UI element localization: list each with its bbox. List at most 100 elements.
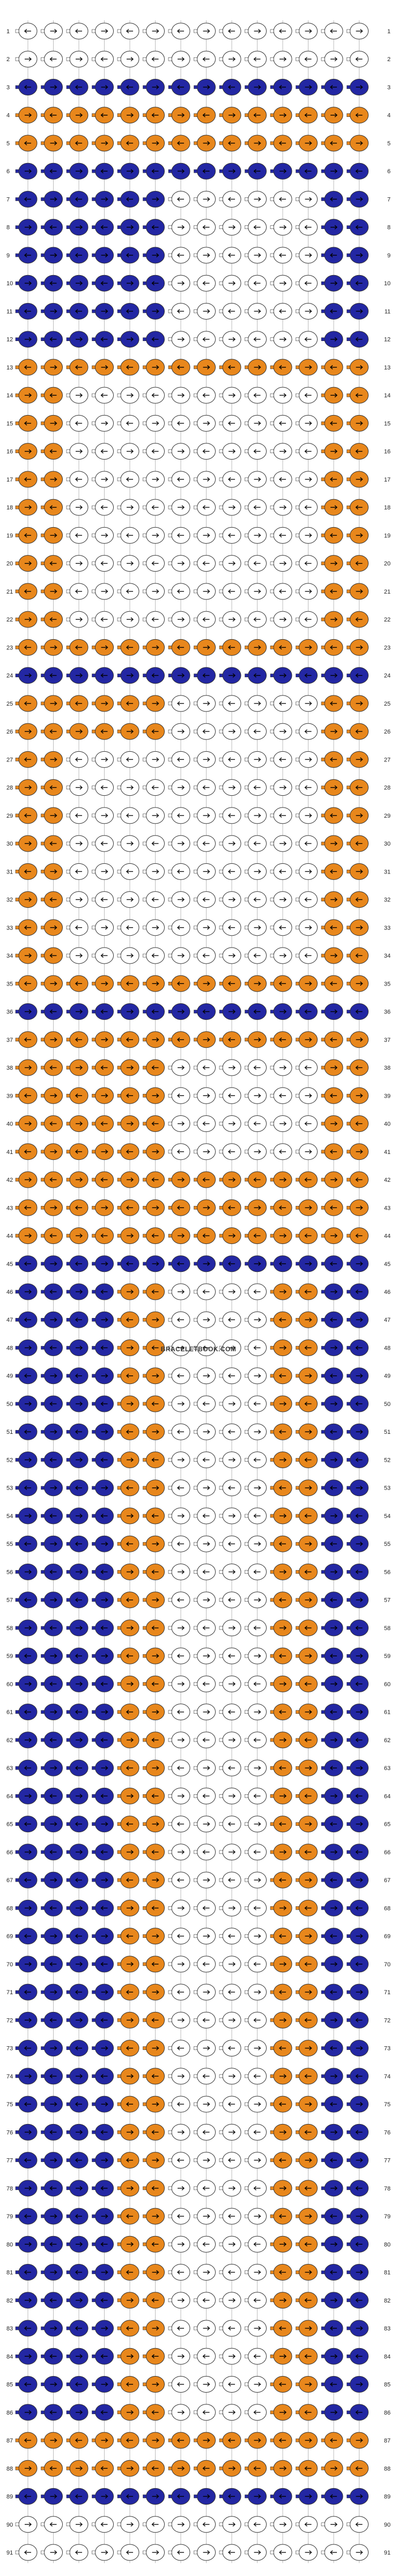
knot-tail: [296, 2270, 299, 2274]
knot-arrow-head: [334, 1289, 338, 1294]
knot-tail: [347, 1038, 350, 1042]
knot-arrow-head: [130, 1345, 134, 1350]
knot-tail: [194, 1010, 197, 1013]
knot-arrow-head: [79, 1289, 83, 1294]
knot-arrow-head: [360, 1317, 363, 1322]
knot-arrow-head: [232, 785, 236, 790]
knot-tail: [41, 1654, 45, 1658]
knot-tail: [219, 1906, 223, 1910]
knot-tail: [143, 1906, 146, 1910]
knot-tail: [92, 2494, 95, 2498]
knot-tail: [15, 1962, 19, 1966]
knot-tail: [92, 2102, 95, 2106]
knot-tail: [143, 758, 146, 761]
knot-arrow-head: [278, 421, 282, 426]
knot-tail: [270, 1850, 274, 1854]
knot-arrow-head: [304, 1009, 307, 1014]
knot-tail: [245, 2326, 248, 2330]
knot-arrow-head: [207, 197, 210, 202]
knot-tail: [245, 982, 248, 986]
knot-tail: [92, 1038, 95, 1042]
knot-arrow-head: [181, 897, 185, 902]
knot-arrow-head: [49, 505, 53, 510]
knot-arrow-head: [360, 85, 363, 90]
knot-arrow-head: [156, 925, 159, 930]
knot-tail: [41, 2242, 45, 2246]
knot-tail: [270, 813, 274, 818]
knot-tail: [66, 57, 70, 61]
knot-tail: [92, 393, 95, 397]
knot-tail: [296, 1682, 299, 1686]
knot-tail: [92, 1850, 95, 1854]
knot-arrow-head: [100, 337, 104, 342]
knot-tail: [347, 786, 350, 789]
knot-tail: [194, 1878, 197, 1882]
knot-arrow-head: [304, 1177, 307, 1182]
knot-tail: [117, 1262, 121, 1266]
knot-arrow-head: [28, 113, 32, 117]
knot-arrow-head: [130, 897, 134, 902]
knot-tail: [41, 1262, 45, 1266]
knot-tail: [270, 85, 274, 89]
knot-tail: [296, 253, 299, 257]
knot-tail: [168, 197, 172, 201]
knot-tail: [296, 421, 299, 425]
knot-arrow-head: [360, 1093, 363, 1098]
knot-arrow-head: [232, 729, 236, 734]
knot-tail: [15, 1934, 19, 1938]
knot-arrow-head: [151, 1065, 155, 1070]
knot-tail: [321, 1710, 325, 1714]
knot-arrow-head: [227, 309, 231, 314]
knot-tail: [321, 2186, 325, 2190]
knot-arrow-head: [181, 1065, 185, 1070]
knot-arrow-head: [181, 1345, 185, 1350]
knot-tail: [41, 1065, 45, 1070]
knot-tail: [270, 646, 274, 649]
knot-tail: [347, 1122, 350, 1126]
knot-arrow-head: [309, 1205, 312, 1210]
knot-tail: [15, 113, 19, 117]
knot-arrow-head: [75, 1093, 78, 1098]
knot-tail: [219, 1710, 223, 1714]
knot-tail: [245, 2270, 248, 2274]
knot-arrow-head: [334, 953, 338, 958]
knot-tail: [15, 1570, 19, 1574]
knot-tail: [117, 225, 121, 230]
knot-tail: [321, 646, 325, 649]
knot-arrow-head: [227, 1261, 231, 1266]
knot-tail: [117, 1542, 121, 1546]
knot-tail: [41, 1934, 45, 1938]
knot-arrow-head: [126, 28, 129, 34]
knot-arrow-head: [177, 140, 180, 146]
knot-arrow-head: [232, 393, 236, 398]
knot-tail: [143, 2186, 146, 2190]
knot-arrow-head: [207, 925, 210, 930]
knot-tail: [270, 1794, 274, 1798]
knot-arrow-head: [151, 673, 155, 678]
knot-tail: [347, 2018, 350, 2022]
knot-arrow-head: [156, 1037, 159, 1042]
knot-tail: [117, 2074, 121, 2078]
knot-arrow-head: [329, 757, 333, 762]
knot-tail: [270, 1486, 274, 1490]
knot-arrow-head: [227, 1093, 231, 1098]
knot-tail: [194, 870, 197, 874]
knot-tail: [219, 1178, 223, 1182]
knot-tail: [219, 505, 223, 509]
knot-tail: [296, 786, 299, 789]
knot-arrow-head: [151, 449, 155, 454]
knot-tail: [92, 1205, 95, 1210]
knot-tail: [66, 1962, 70, 1966]
knot-arrow-head: [278, 1261, 282, 1266]
knot-tail: [296, 673, 299, 677]
knot-arrow-head: [151, 113, 155, 117]
knot-tail: [347, 113, 350, 117]
knot-tail: [117, 1458, 121, 1462]
knot-arrow-head: [49, 673, 53, 678]
knot-arrow-head: [202, 281, 205, 286]
knot-tail: [41, 1626, 45, 1630]
knot-arrow-head: [79, 673, 83, 678]
knot-tail: [66, 309, 70, 313]
knot-tail: [321, 786, 325, 789]
knot-tail: [347, 393, 350, 397]
